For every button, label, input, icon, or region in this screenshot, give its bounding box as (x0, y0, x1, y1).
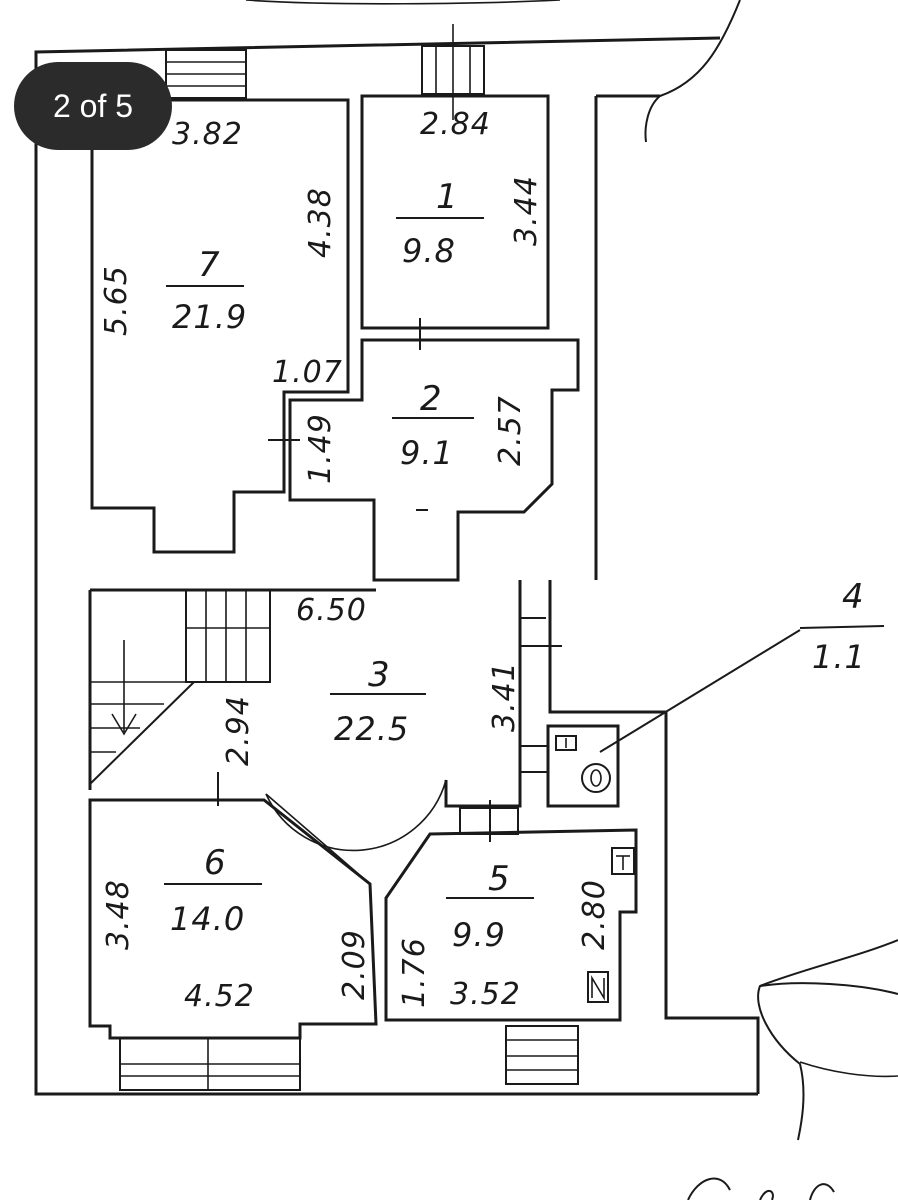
corridor-doors (520, 617, 562, 773)
room-6-dim-bottom: 4.52 (184, 979, 255, 1014)
exterior-sketch (245, 0, 898, 1200)
room-7-number: 7 (198, 245, 220, 285)
room-7-dim-top: 3.82 (172, 117, 243, 152)
room-5-dim-bottom: 3.52 (450, 977, 521, 1012)
room-2-number: 2 (420, 379, 442, 419)
room-3-dim-left: 2.94 (221, 695, 256, 766)
room-7-dim-notch: 1.07 (272, 355, 343, 390)
room-5-dim-right: 2.80 (577, 879, 612, 950)
room-7-area: 21.9 (172, 298, 247, 336)
room-6-area: 14.0 (170, 900, 245, 938)
room-3-area: 22.5 (334, 710, 409, 748)
room-7 (90, 98, 350, 554)
room-4-labels: 4 1.1 (812, 577, 866, 676)
room-1-dim-right: 3.44 (509, 175, 544, 246)
room-2 (288, 338, 580, 582)
room-6-number: 6 (204, 843, 226, 883)
room-5-labels: 5 9.9 1.76 2.80 3.52 (397, 859, 612, 1012)
room-6-labels: 6 14.0 3.48 2.09 4.52 (101, 843, 372, 1014)
room-7-dim-right: 4.38 (303, 187, 338, 258)
room-1-dim-top: 2.84 (420, 107, 491, 142)
window-bottom-left (119, 1037, 301, 1091)
room-4-number: 4 (842, 577, 864, 617)
window-bottom-right (505, 1025, 579, 1085)
window-top-left (165, 49, 247, 99)
room-4-area: 1.1 (812, 638, 866, 676)
room-2-labels: 2 9.1 1.49 2.57 (303, 379, 528, 484)
room-6 (88, 772, 378, 1040)
room-4 (546, 625, 885, 808)
room-1 (360, 94, 550, 350)
page-counter-badge: 2 of 5 (14, 62, 172, 150)
room-7-labels: 7 21.9 3.82 5.65 4.38 1.07 (99, 117, 343, 390)
room-1-number: 1 (436, 177, 458, 217)
room-5-dim-left: 1.76 (397, 937, 432, 1008)
room-1-labels: 1 9.8 2.84 3.44 (396, 107, 544, 270)
room-5-area: 9.9 (452, 916, 506, 954)
room-2-dim-right: 2.57 (493, 395, 528, 466)
room-3-number: 3 (368, 655, 390, 695)
room-5 (384, 800, 638, 1022)
room-6-dim-right: 2.09 (337, 929, 372, 1000)
room-3-labels: 3 22.5 6.50 2.94 3.41 (221, 593, 522, 766)
window-top-middle (421, 24, 485, 120)
room-7-dim-left: 5.65 (99, 265, 134, 336)
stair (89, 589, 271, 785)
room-6-dim-left: 3.48 (101, 879, 136, 950)
outer-walls (34, 36, 760, 1096)
room-2-dim-left: 1.49 (303, 413, 338, 484)
room-2-area: 9.1 (400, 434, 454, 472)
room-1-area: 9.8 (402, 232, 456, 270)
room-3-dim-top: 6.50 (296, 593, 367, 628)
room-3-dim-right: 3.41 (487, 661, 522, 732)
room-5-number: 5 (488, 859, 510, 899)
